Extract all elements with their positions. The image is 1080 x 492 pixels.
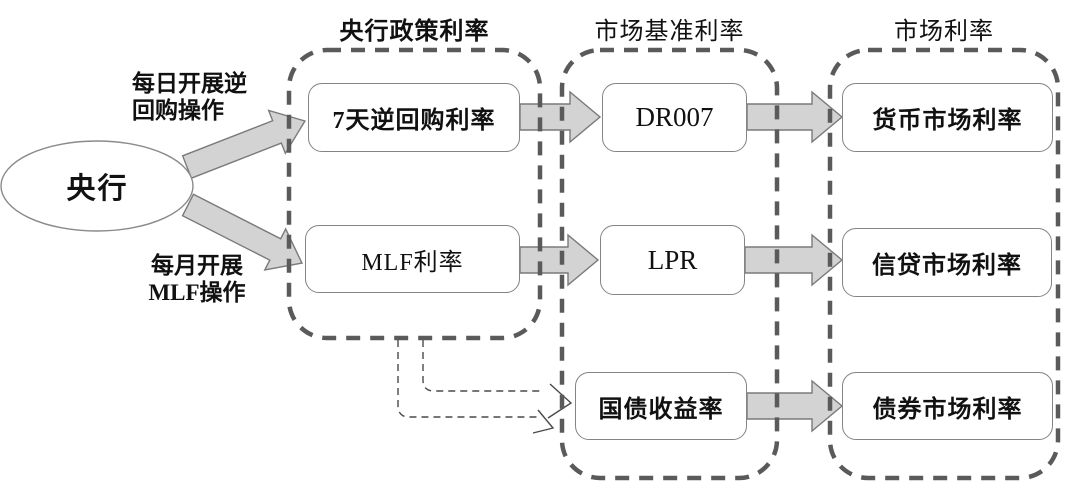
arrow-daily-repo [181, 109, 307, 180]
monthly-mlf-label-line1: 每月开展 [151, 253, 243, 278]
dashed-arrowhead-lower [532, 409, 555, 434]
arrow-mlf-to-lpr [519, 233, 600, 287]
monthly-mlf-operation-label: 每月开展 MLF操作 [122, 252, 272, 306]
box-treasury-yield: 国债收益率 [575, 372, 747, 440]
box-7day-reverse-repo-rate: 7天逆回购利率 [308, 83, 520, 152]
box-mlf-rate: MLF利率 [305, 225, 520, 293]
daily-repo-operation-label: 每日开展逆 回购操作 [132, 70, 282, 124]
benchmark-rate-container [559, 47, 780, 481]
box-lpr: LPR [600, 225, 745, 295]
box-money-market-rate: 货币市场利率 [842, 83, 1053, 152]
box-bond-market-rate: 债券市场利率 [842, 372, 1053, 440]
column-title-benchmark-rates: 市场基准利率 [594, 18, 745, 45]
arrow-lpr-to-credit-market [744, 233, 844, 287]
central-bank-ellipse [0, 140, 194, 232]
box-dr007: DR007 [602, 83, 747, 152]
dashed-arrow-to-treasury-upper [422, 340, 544, 392]
column-title-policy-rates: 央行政策利率 [339, 18, 490, 45]
daily-repo-label-line1: 每日开展逆 [132, 71, 247, 96]
arrow-monthly-mlf [181, 193, 303, 271]
market-rate-container [827, 47, 1061, 481]
box-credit-market-rate: 信贷市场利率 [842, 228, 1052, 297]
dashed-arrow-to-treasury-lower [397, 340, 540, 418]
daily-repo-label-line2: 回购操作 [132, 98, 224, 123]
policy-rate-container [286, 47, 543, 341]
central-bank-label: 央行 [66, 173, 129, 205]
column-title-market-rates: 市场利率 [894, 18, 994, 45]
arrow-dr007-to-money-market [746, 90, 844, 144]
monthly-mlf-label-line2: MLF操作 [148, 280, 246, 305]
dashed-arrowhead-upper [547, 383, 573, 419]
arrow-treasury-to-bond-market [746, 379, 844, 433]
